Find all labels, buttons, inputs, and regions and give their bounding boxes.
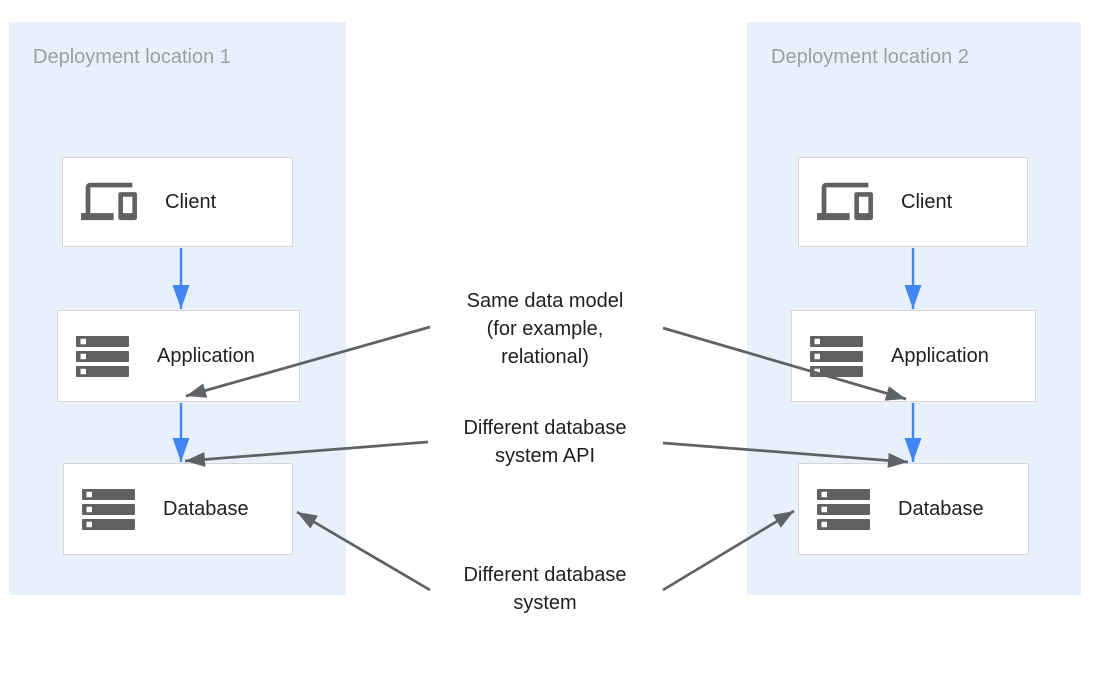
node-label: Database (898, 497, 984, 520)
devices-icon (81, 180, 137, 224)
annotation-different-database-system: Different database system (463, 564, 627, 614)
node-label: Client (165, 190, 217, 213)
database-node-left: Database (63, 463, 293, 555)
panel-title: Deployment location 2 (771, 46, 969, 68)
node-label: Application (891, 344, 989, 367)
node-label: Application (157, 344, 255, 367)
annotation-same-data-model: Same data model (for example, relational… (466, 290, 624, 368)
server-stack-icon (76, 335, 129, 377)
deployment-location-2-panel: Deployment location 2 Client (747, 22, 1081, 595)
application-node-right: Application (791, 310, 1036, 402)
client-node-right: Client (798, 157, 1028, 247)
server-stack-icon (82, 488, 135, 530)
annotation-different-database-system-api: Different database system API (463, 417, 627, 467)
node-label: Client (901, 190, 953, 213)
devices-icon (817, 180, 873, 224)
server-stack-icon (810, 335, 863, 377)
client-node-left: Client (62, 157, 293, 247)
application-node-left: Application (57, 310, 300, 402)
node-label: Database (163, 497, 249, 520)
server-stack-icon (817, 488, 870, 530)
panel-title: Deployment location 1 (33, 46, 231, 68)
deployment-location-1-panel: Deployment location 1 Client (9, 22, 346, 595)
database-node-right: Database (798, 463, 1029, 555)
